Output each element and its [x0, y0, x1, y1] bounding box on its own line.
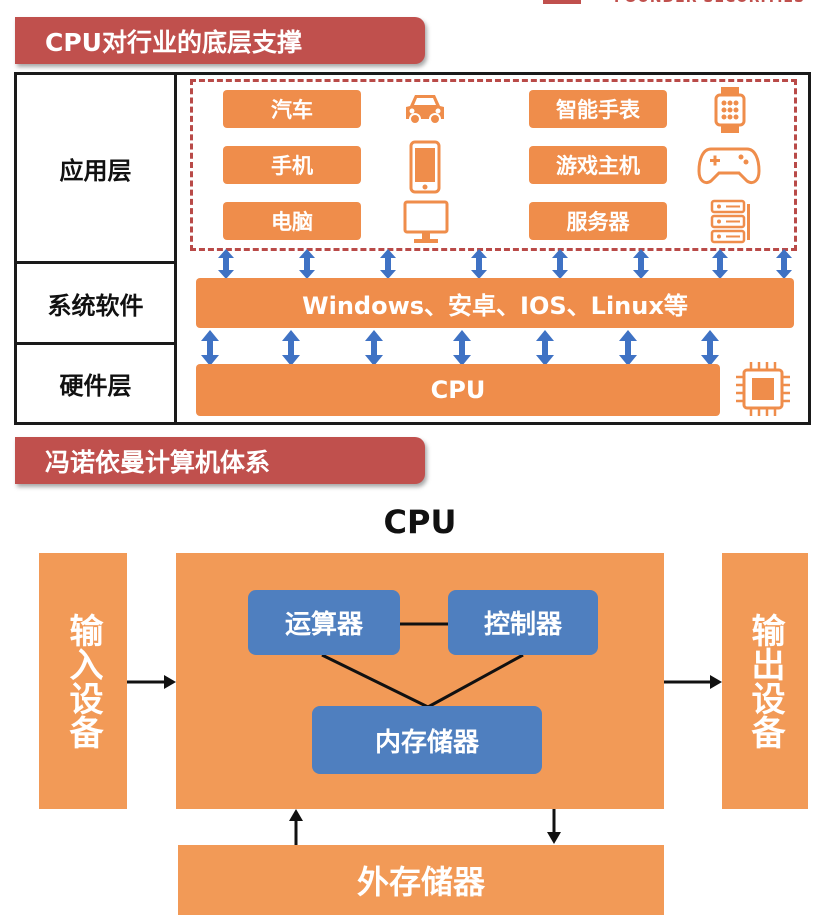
double-arrow-icon [380, 249, 396, 279]
cpu-title: CPU [383, 503, 457, 541]
app-pc-label: 电脑 [223, 202, 361, 240]
double-arrow-icon [365, 330, 383, 366]
double-arrow-icon [776, 249, 792, 279]
input-device-box: 输入设备 [39, 553, 127, 809]
double-arrow-icon [633, 249, 649, 279]
app-server-label: 服务器 [529, 202, 667, 240]
cpu-chip-icon [732, 360, 794, 418]
alu-memory-connector-line [321, 653, 429, 709]
double-arrow-icon [453, 330, 471, 366]
double-arrow-icon [218, 249, 234, 279]
layer-label-application: 应用层 [59, 156, 132, 185]
double-arrow-icon [471, 249, 487, 279]
alu-box: 运算器 [248, 590, 400, 655]
layer-divider-2 [14, 342, 177, 345]
application-group-box [190, 79, 797, 251]
app-console-label: 游戏主机 [529, 146, 667, 184]
double-arrow-icon [201, 330, 219, 366]
double-arrow-icon [701, 330, 719, 366]
cpu-to-output-arrow [664, 675, 722, 689]
gamepad-icon [697, 145, 761, 187]
app-car-label: 汽车 [223, 90, 361, 128]
phone-icon [408, 140, 442, 194]
external-to-cpu-arrow [289, 809, 303, 845]
double-arrow-icon [619, 330, 637, 366]
smartwatch-icon [712, 86, 748, 134]
layer-diagram-frame [14, 72, 811, 425]
von-neumann-connectors [0, 540, 829, 850]
section-title-cpu-support: CPU对行业的底层支撑 [15, 17, 425, 64]
input-to-cpu-arrow [127, 675, 176, 689]
output-device-box: 输出设备 [722, 553, 808, 809]
system-hardware-arrow-row [190, 330, 730, 366]
layer-label-system: 系统软件 [47, 291, 144, 320]
layer-label-hardware: 硬件层 [59, 372, 132, 400]
layer-column-divider [174, 72, 177, 425]
car-icon [402, 88, 448, 128]
layer-divider-1 [14, 261, 177, 264]
double-arrow-icon [552, 249, 568, 279]
memory-box: 内存储器 [312, 706, 542, 774]
brand-name: FOUNDER SECURITIES [614, 0, 814, 8]
double-arrow-icon [712, 249, 728, 279]
brand-logo-mark [543, 0, 581, 4]
external-storage-box: 外存储器 [178, 845, 664, 915]
double-arrow-icon [536, 330, 554, 366]
app-phone-label: 手机 [223, 146, 361, 184]
double-arrow-icon [282, 330, 300, 366]
double-arrow-icon [299, 249, 315, 279]
system-software-bar: Windows、安卓、IOS、Linux等 [196, 278, 794, 328]
app-watch-label: 智能手表 [529, 90, 667, 128]
server-icon [708, 198, 754, 246]
cpu-to-external-arrow [547, 809, 561, 844]
app-system-arrow-row [190, 249, 800, 279]
cpu-bar: CPU [196, 364, 720, 416]
section-title-von-neumann: 冯诺依曼计算机体系 [15, 437, 425, 484]
control-memory-connector-line [427, 653, 524, 709]
control-unit-box: 控制器 [448, 590, 598, 655]
monitor-icon [402, 199, 450, 247]
